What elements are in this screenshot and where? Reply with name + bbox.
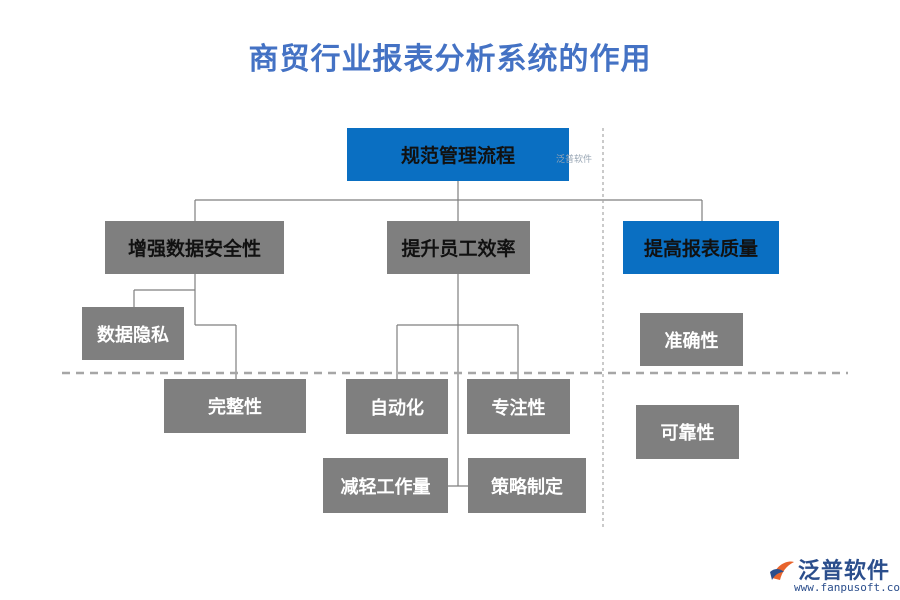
node-root: 规范管理流程 <box>347 128 569 181</box>
diagram-title: 商贸行业报表分析系统的作用 <box>248 42 652 77</box>
node-accuracy: 准确性 <box>640 313 743 366</box>
watermark-small: 泛普软件 <box>556 155 593 165</box>
brand-name: 泛普软件 <box>798 559 891 584</box>
node-strategy: 策略制定 <box>468 458 586 513</box>
brand-logo: 泛普软件 www.fanpusoft.com <box>768 553 900 597</box>
node-security: 增强数据安全性 <box>105 221 284 274</box>
node-workload: 减轻工作量 <box>323 458 448 513</box>
node-focus: 专注性 <box>467 379 570 434</box>
brand-url: www.fanpusoft.com <box>794 581 900 594</box>
node-privacy: 数据隐私 <box>82 307 184 360</box>
node-integrity: 完整性 <box>164 379 306 433</box>
node-quality: 提高报表质量 <box>623 221 779 274</box>
node-efficiency: 提升员工效率 <box>387 221 530 274</box>
node-automation: 自动化 <box>346 379 448 434</box>
fanpu-logo-icon <box>770 561 794 580</box>
node-reliability: 可靠性 <box>636 405 739 459</box>
